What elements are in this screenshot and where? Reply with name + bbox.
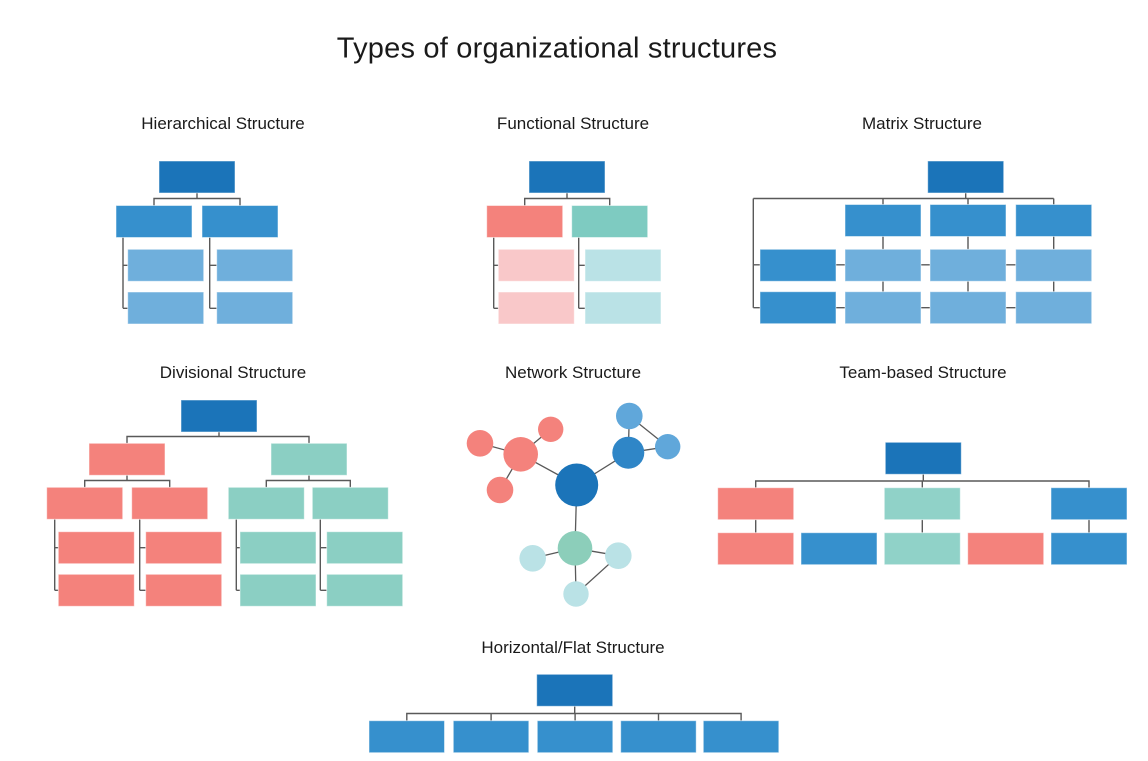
network-node xyxy=(503,437,538,472)
org-box xyxy=(584,291,662,325)
panel-title-divisional: Divisional Structure xyxy=(159,363,307,382)
network-node xyxy=(538,416,564,442)
org-box xyxy=(127,291,205,325)
org-box xyxy=(844,291,922,325)
org-box xyxy=(717,532,795,566)
hierarchical-diagram xyxy=(115,160,294,325)
org-box xyxy=(57,531,135,565)
network-edges xyxy=(479,415,669,595)
org-box xyxy=(326,573,404,607)
network-node xyxy=(655,434,681,460)
org-box xyxy=(497,248,575,282)
org-box xyxy=(88,442,166,476)
network-node xyxy=(519,545,546,572)
panel-title-functional: Functional Structure xyxy=(496,114,650,133)
org-box xyxy=(131,486,209,520)
org-box xyxy=(201,205,279,238)
network-node xyxy=(605,542,632,569)
connector-lines xyxy=(752,193,1055,309)
org-box xyxy=(452,720,530,754)
divisional-diagram xyxy=(46,399,404,607)
org-box xyxy=(1015,204,1093,237)
org-box xyxy=(717,487,795,521)
matrix-diagram xyxy=(752,160,1093,325)
org-box xyxy=(967,532,1045,566)
org-box xyxy=(584,248,662,282)
panel-title-hierarchical: Hierarchical Structure xyxy=(141,114,305,133)
org-box xyxy=(216,291,294,325)
org-box xyxy=(216,248,294,282)
org-box xyxy=(571,205,649,238)
connector-lines xyxy=(54,432,351,591)
org-box xyxy=(239,531,317,565)
network-diagram xyxy=(466,402,681,607)
panel-title-matrix: Matrix Structure xyxy=(862,114,982,133)
org-box xyxy=(844,204,922,237)
org-box xyxy=(326,531,404,565)
panel-title-horizontal-flat: Horizontal/Flat Structure xyxy=(481,638,665,657)
org-box xyxy=(145,573,223,607)
panel-title-team-based: Team-based Structure xyxy=(839,363,1007,382)
network-node xyxy=(466,430,494,457)
connector-lines xyxy=(493,193,611,309)
network-node-hub xyxy=(555,463,599,507)
org-box xyxy=(486,205,564,238)
org-box xyxy=(127,248,205,282)
org-box xyxy=(1015,248,1093,282)
network-node xyxy=(612,436,645,469)
org-box xyxy=(800,532,878,566)
org-box-top xyxy=(884,441,962,475)
page-title: Types of organizational structures xyxy=(336,32,778,65)
org-box xyxy=(270,442,348,476)
org-box xyxy=(844,248,922,282)
org-box xyxy=(1050,532,1128,566)
org-box xyxy=(311,486,389,520)
network-node xyxy=(557,531,593,566)
org-box xyxy=(929,291,1007,325)
org-box-top xyxy=(180,399,258,433)
org-box xyxy=(368,720,445,754)
horizontal-flat-diagram xyxy=(368,673,780,754)
panel-title-network: Network Structure xyxy=(504,363,642,382)
org-box xyxy=(1015,291,1093,325)
org-box xyxy=(883,487,961,521)
connector-lines xyxy=(755,474,1090,533)
network-node xyxy=(486,476,514,504)
org-box-top xyxy=(528,160,606,194)
org-box xyxy=(883,532,961,566)
org-box xyxy=(929,248,1007,282)
org-box xyxy=(620,720,697,754)
connector-lines xyxy=(406,706,742,721)
network-node xyxy=(563,581,589,607)
functional-diagram xyxy=(486,160,662,325)
org-box xyxy=(497,291,575,325)
org-box xyxy=(1050,487,1128,521)
org-box xyxy=(115,205,193,238)
org-box-top xyxy=(536,673,614,707)
connector-lines xyxy=(122,193,241,309)
org-box xyxy=(46,486,124,520)
org-box xyxy=(702,720,780,754)
org-box xyxy=(227,486,305,520)
org-box xyxy=(145,531,223,565)
org-box xyxy=(929,204,1007,237)
org-box xyxy=(536,720,614,754)
org-box xyxy=(57,573,135,607)
org-box xyxy=(759,248,837,282)
network-node xyxy=(616,402,643,430)
org-box xyxy=(239,573,317,607)
org-box xyxy=(759,291,837,325)
org-box-top xyxy=(927,160,1005,194)
team-based-diagram xyxy=(717,441,1128,566)
org-box-top xyxy=(158,160,236,194)
